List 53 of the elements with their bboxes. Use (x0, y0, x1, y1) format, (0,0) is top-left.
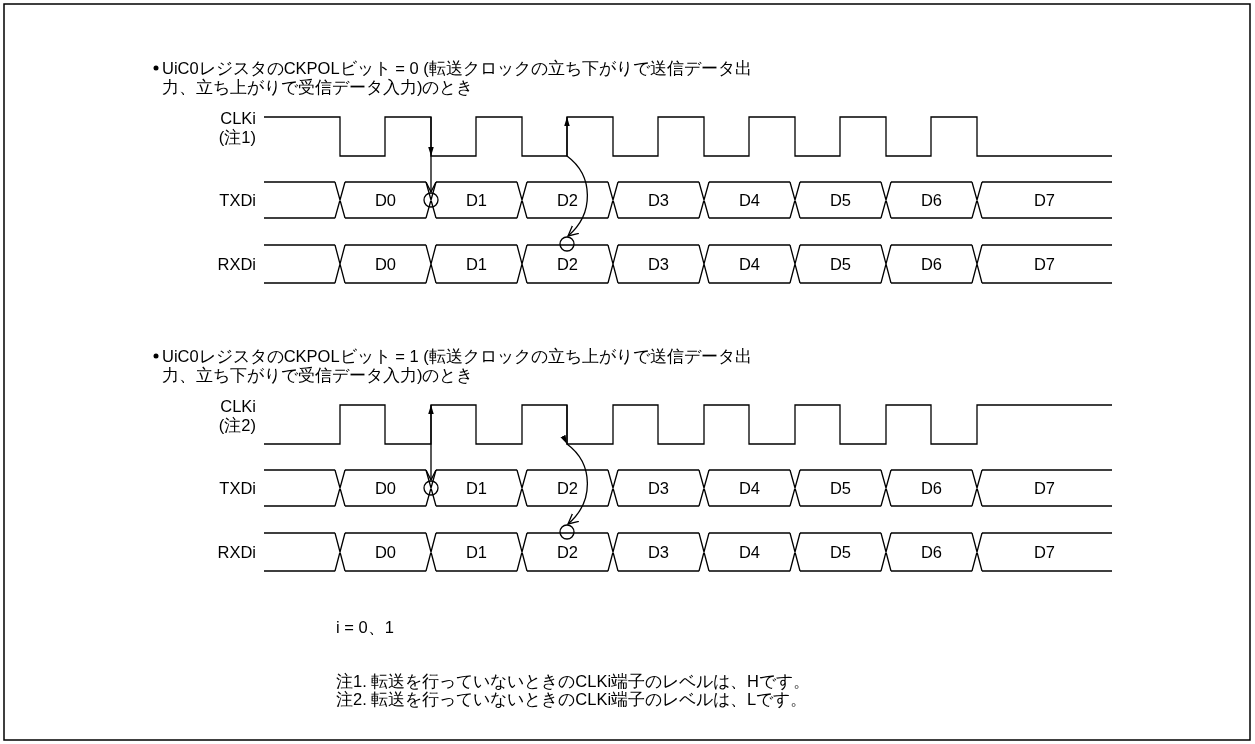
data-bit-label: D2 (555, 479, 580, 498)
data-bit-label: D7 (1032, 479, 1057, 498)
data-bit-label: D0 (373, 479, 398, 498)
clock-waveform (263, 116, 1113, 157)
data-bit-label: D6 (919, 191, 944, 210)
sample-point-circle (559, 524, 575, 540)
data-bit-label: D1 (464, 543, 489, 562)
data-bit-label: D7 (1032, 543, 1057, 562)
data-bit-label: D0 (373, 191, 398, 210)
section-heading: UiC0レジスタのCKPOLビット = 0 (転送クロックの立ち下がりで送信データ出力、立ち上がりで受信データ入力)のとき (162, 59, 753, 97)
data-bit-label: D6 (919, 543, 944, 562)
data-bit-label: D5 (828, 255, 853, 274)
data-bit-label: D4 (737, 543, 762, 562)
signal-name: RXDi (217, 543, 256, 562)
timing-arrow (425, 116, 437, 193)
note: 注1. 転送を行っていないときのCLKi端子のレベルは、Hです。 (336, 672, 811, 691)
timing-arrow (560, 404, 589, 525)
clock-waveform (263, 404, 1113, 445)
data-bit-label: D0 (373, 255, 398, 274)
data-bit-label: D0 (373, 543, 398, 562)
data-bit-label: D6 (919, 255, 944, 274)
data-bit-label: D1 (464, 191, 489, 210)
sample-point-circle (559, 236, 575, 252)
data-bit-label: D1 (464, 255, 489, 274)
data-bit-label: D2 (555, 255, 580, 274)
data-bit-label: D3 (646, 543, 671, 562)
data-bit-label: D6 (919, 479, 944, 498)
data-bit-label: D3 (646, 479, 671, 498)
timing-arrow (564, 116, 589, 237)
data-bit-label: D5 (828, 479, 853, 498)
section-heading: UiC0レジスタのCKPOLビット = 1 (転送クロックの立ち上がりで送信データ出力、立ち下がりで受信データ入力)のとき (162, 347, 753, 385)
note: 注2. 転送を行っていないときのCLKi端子のレベルは、Lです。 (336, 690, 808, 709)
signal-name: TXDi (219, 479, 256, 498)
signal-name: CLKi (220, 397, 256, 416)
data-bit-label: D2 (555, 191, 580, 210)
data-bit-label: D4 (737, 255, 762, 274)
data-bit-label: D2 (555, 543, 580, 562)
data-bit-label: D5 (828, 543, 853, 562)
data-bit-label: D5 (828, 191, 853, 210)
signal-name: TXDi (219, 191, 256, 210)
sample-point-circle (423, 480, 439, 496)
data-bit-label: D4 (737, 191, 762, 210)
timing-arrow (425, 404, 437, 481)
data-bit-label: D3 (646, 255, 671, 274)
data-bit-label: D7 (1032, 255, 1057, 274)
data-bit-label: D7 (1032, 191, 1057, 210)
data-bit-label: D3 (646, 191, 671, 210)
data-bit-label: D4 (737, 479, 762, 498)
data-bit-label: D1 (464, 479, 489, 498)
note: i = 0、1 (336, 618, 394, 637)
signal-name: CLKi (220, 109, 256, 128)
sample-point-circle (423, 192, 439, 208)
signal-name: RXDi (217, 255, 256, 274)
